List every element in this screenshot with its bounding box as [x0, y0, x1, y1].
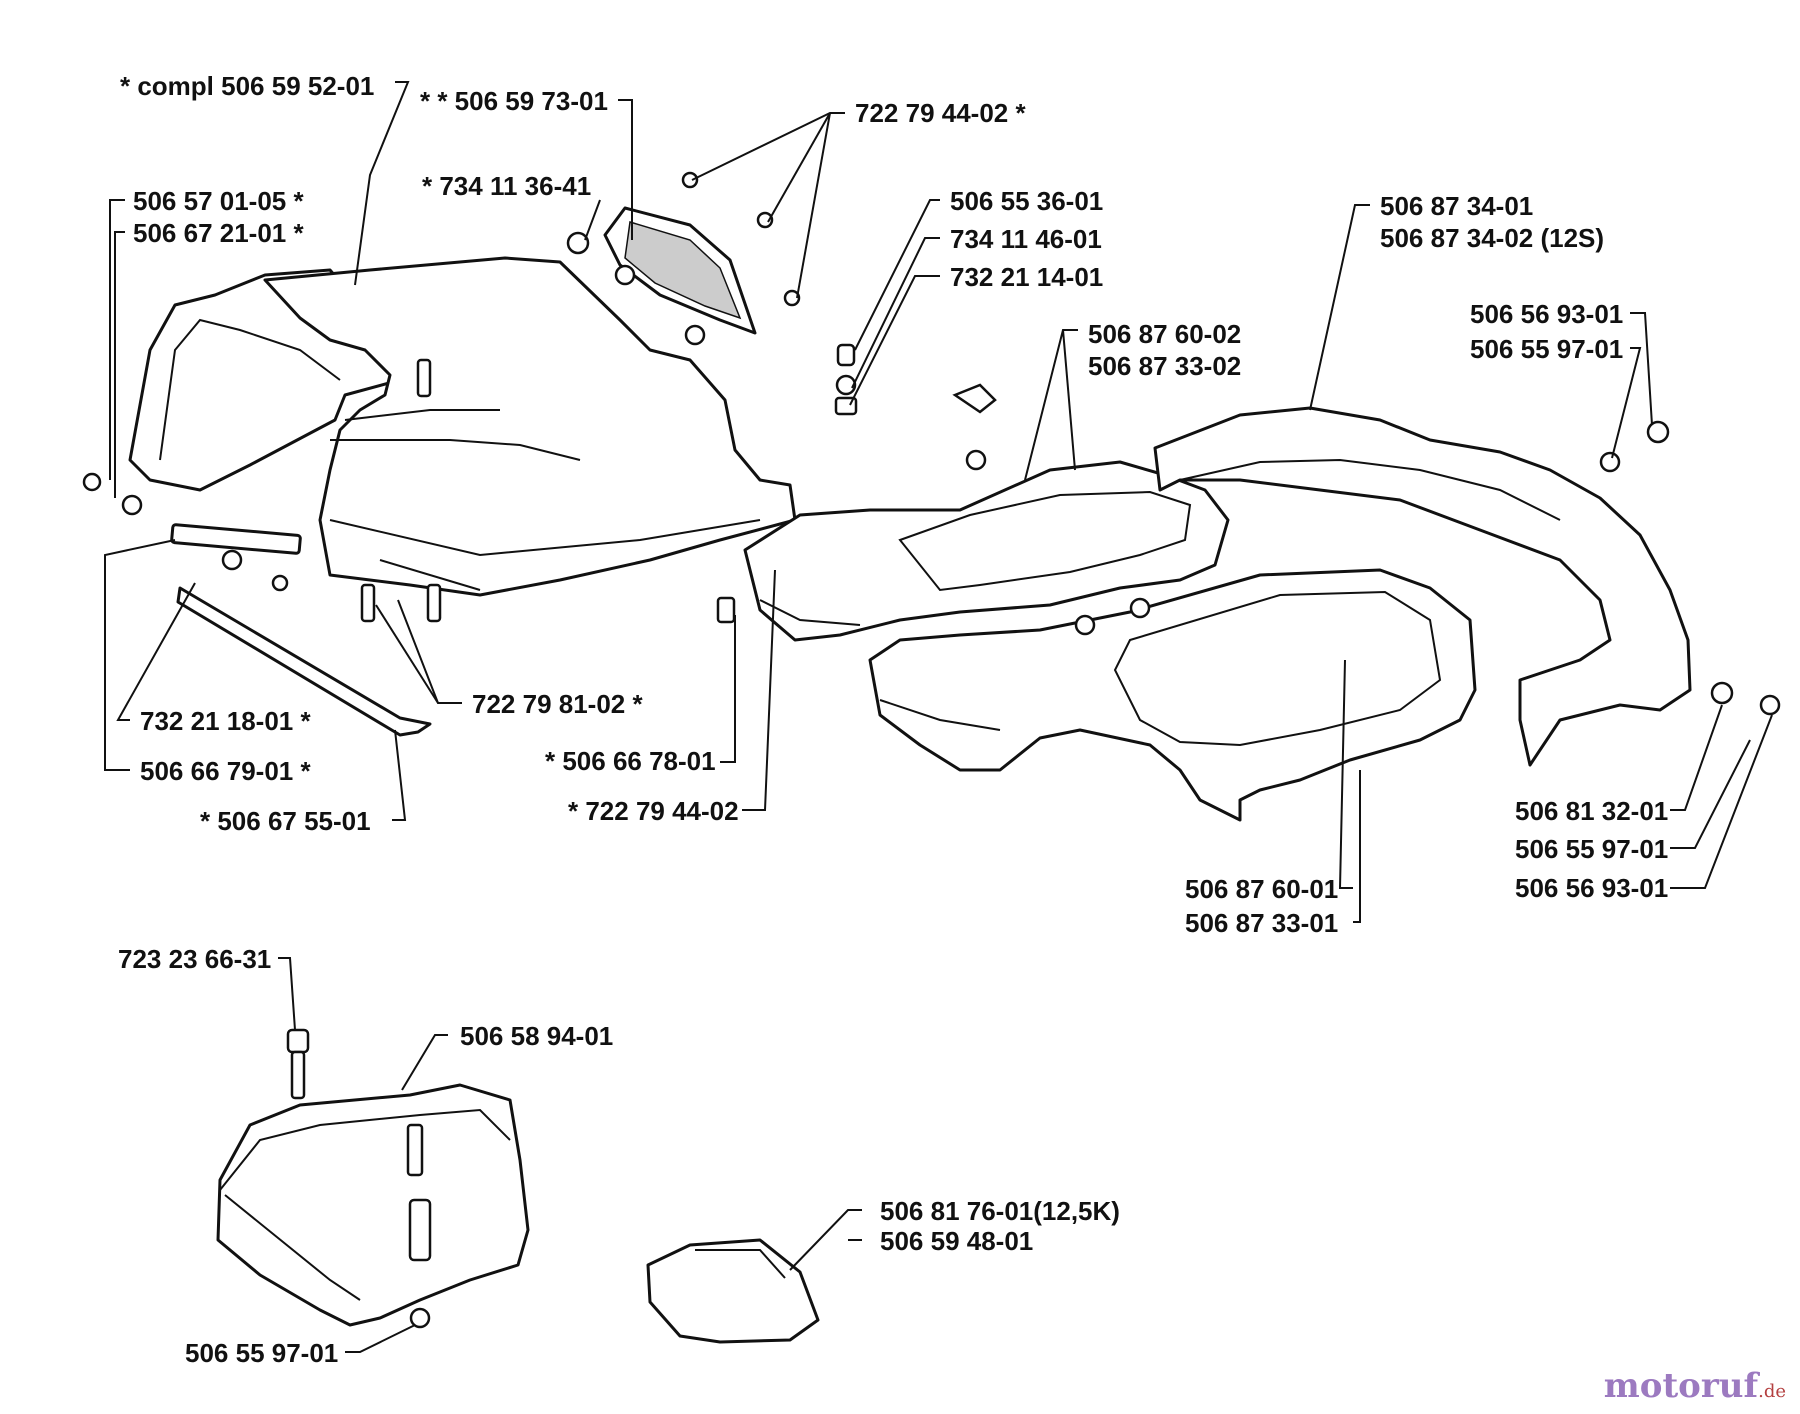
warning-decal — [603, 206, 757, 335]
label-506-56-93-01-top: 506 56 93-01 — [1470, 299, 1623, 329]
watermark-suffix: .de — [1758, 1381, 1786, 1402]
hood-main-cover — [263, 256, 797, 597]
label-506-55-97-01-bottom: 506 55 97-01 — [185, 1338, 338, 1368]
part-labels: * compl 506 59 52-01 * * 506 59 73-01 72… — [118, 71, 1668, 1368]
front-tray-lower — [868, 568, 1477, 822]
label-723-23-66-31: 723 23 66-31 — [118, 944, 271, 974]
front-tray-upper — [743, 460, 1230, 642]
leader-lines — [104, 81, 1773, 1353]
label-506-55-97-01-right: 506 55 97-01 — [1515, 834, 1668, 864]
label-506-55-36-01: 506 55 36-01 — [950, 186, 1103, 216]
label-722-79-44-02-mid: * 722 79 44-02 — [568, 796, 739, 826]
label-506-59-48-01: 506 59 48-01 — [880, 1226, 1033, 1256]
label-506-87-34-01: 506 87 34-01 — [1380, 191, 1533, 221]
label-506-81-76-01: 506 81 76-01(12,5K) — [880, 1196, 1120, 1226]
label-506-57-01-05: 506 57 01-05 * — [133, 186, 304, 216]
label-506-87-34-02: 506 87 34-02 (12S) — [1380, 223, 1604, 253]
label-506-87-33-02: 506 87 33-02 — [1088, 351, 1241, 381]
label-722-79-81-02: 722 79 81-02 * — [472, 689, 643, 719]
label-506-67-21-01: 506 67 21-01 * — [133, 218, 304, 248]
label-506-66-78-01: * 506 66 78-01 — [545, 746, 716, 776]
watermark-text: motoruf — [1603, 1366, 1759, 1406]
wedge-insert — [646, 1238, 820, 1344]
site-watermark: motoruf.de — [1604, 1366, 1786, 1406]
label-506-87-60-02: 506 87 60-02 — [1088, 319, 1241, 349]
label-506-55-97-01-top: 506 55 97-01 — [1470, 334, 1623, 364]
label-732-21-14-01: 732 21 14-01 — [950, 262, 1103, 292]
label-506-67-55-01: * 506 67 55-01 — [200, 806, 371, 836]
label-506-87-33-01: 506 87 33-01 — [1185, 908, 1338, 938]
fastener-set — [82, 171, 1781, 1329]
label-506-58-94-01: 506 58 94-01 — [460, 1021, 613, 1051]
hinge-bracket — [170, 523, 432, 737]
label-506-56-93-01-right: 506 56 93-01 — [1515, 873, 1668, 903]
label-722-79-44-02-top: 722 79 44-02 * — [855, 98, 1026, 128]
label-732-21-18-01: 732 21 18-01 * — [140, 706, 311, 736]
label-506-87-60-01: 506 87 60-01 — [1185, 874, 1338, 904]
label-506-59-73-01: * * 506 59 73-01 — [420, 86, 608, 116]
battery-cover — [216, 1083, 530, 1327]
label-506-66-79-01: 506 66 79-01 * — [140, 756, 311, 786]
side-fender — [1153, 406, 1692, 767]
label-compl-506-59-52-01: * compl 506 59 52-01 — [120, 71, 374, 101]
label-734-11-36-41: * 734 11 36-41 — [422, 171, 591, 201]
label-506-81-32-01: 506 81 32-01 — [1515, 796, 1668, 826]
label-734-11-46-01: 734 11 46-01 — [950, 224, 1102, 254]
